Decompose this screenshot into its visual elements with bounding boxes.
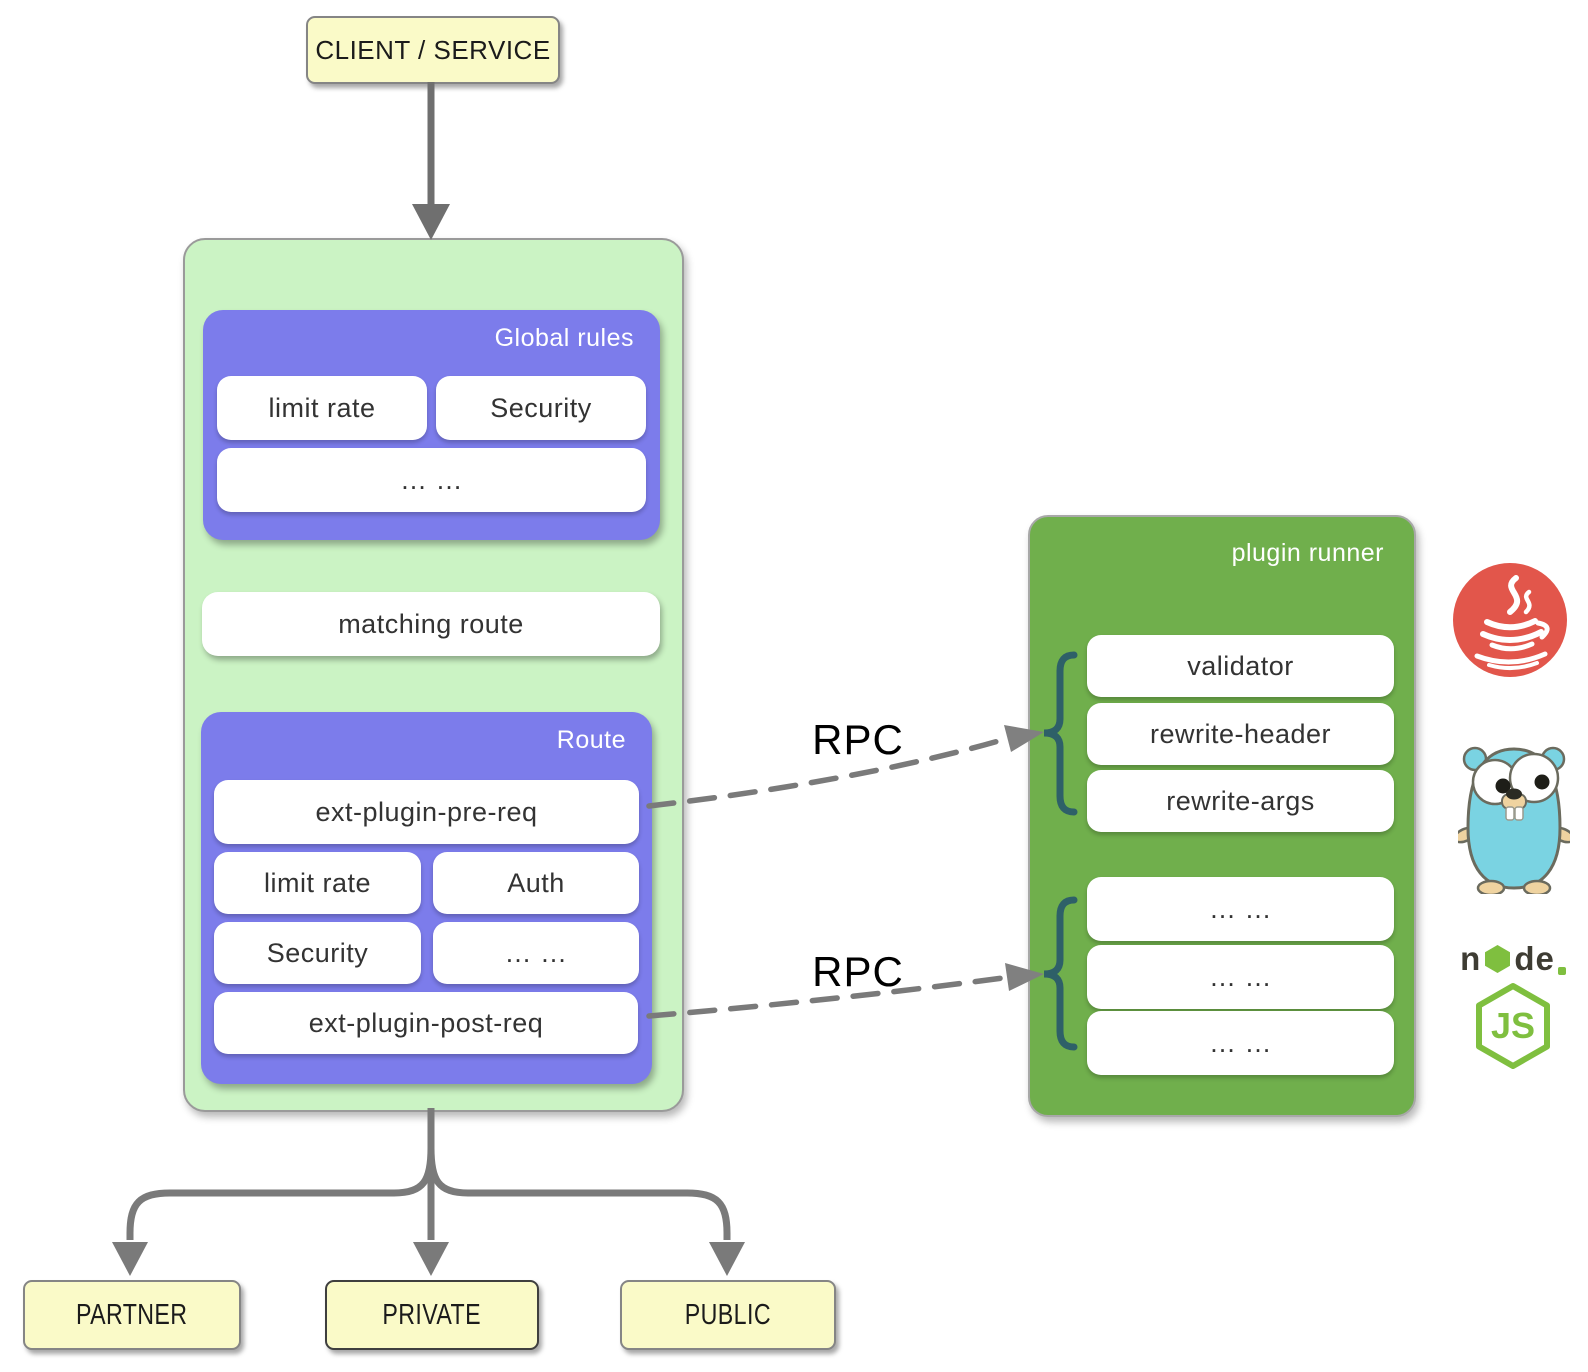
plugin-security-global: Security bbox=[436, 376, 646, 440]
matching-route-node: matching route bbox=[202, 592, 660, 656]
arrowhead-private bbox=[413, 1242, 449, 1276]
gateway-to-upstreams-connector bbox=[126, 1108, 731, 1240]
runner-plugin-more-2: … … bbox=[1087, 945, 1394, 1009]
global-rules-title: Global rules bbox=[494, 324, 634, 352]
nodejs-js-hexagon: JS bbox=[1476, 983, 1550, 1069]
private-label: PRIVATE bbox=[382, 1298, 482, 1331]
nodejs-wordmark: n de bbox=[1460, 940, 1566, 978]
plugin-more-route: … … bbox=[433, 922, 639, 984]
client-service-node: CLIENT / SERVICE bbox=[306, 16, 560, 84]
rpc-label-1: RPC bbox=[812, 716, 904, 763]
route-panel: Route ext-plugin-pre-req limit rate Auth… bbox=[201, 712, 652, 1084]
runner-plugin-rewrite-args: rewrite-args bbox=[1087, 770, 1394, 832]
client-to-gateway-arrow bbox=[412, 82, 450, 240]
upstream-partner-node: PARTNER bbox=[23, 1280, 241, 1350]
nodejs-hexagon-o bbox=[1485, 945, 1511, 973]
nodejs-word-right: de bbox=[1514, 940, 1555, 977]
svg-text:JS: JS bbox=[1491, 1005, 1535, 1046]
nodejs-green-dot bbox=[1557, 967, 1566, 975]
upstream-public-node: PUBLIC bbox=[620, 1280, 836, 1350]
plugin-limit-rate-global: limit rate bbox=[217, 376, 427, 440]
client-service-label: CLIENT / SERVICE bbox=[315, 34, 551, 65]
plugin-security-route: Security bbox=[214, 922, 421, 984]
upstream-private-node: PRIVATE bbox=[325, 1280, 539, 1350]
route-title: Route bbox=[556, 726, 626, 754]
runner-plugin-more-3: … … bbox=[1087, 1011, 1394, 1075]
plugin-auth-route: Auth bbox=[433, 852, 639, 914]
plugin-more-global: … … bbox=[217, 448, 646, 512]
ext-plugin-post-req-node: ext-plugin-post-req bbox=[214, 992, 638, 1054]
ext-plugin-pre-req-node: ext-plugin-pre-req bbox=[214, 780, 639, 844]
global-rules-panel: Global rules limit rate Security … … bbox=[203, 310, 660, 540]
runner-plugin-more-1: … … bbox=[1087, 877, 1394, 941]
go-gopher-icon bbox=[1453, 742, 1575, 899]
public-label: PUBLIC bbox=[684, 1298, 772, 1331]
runner-plugin-validator: validator bbox=[1087, 635, 1394, 697]
plugin-runner-title: plugin runner bbox=[1231, 539, 1384, 567]
runner-plugin-rewrite-header: rewrite-header bbox=[1087, 703, 1394, 765]
nodejs-icon: n de JS bbox=[1448, 940, 1578, 1070]
java-icon bbox=[1450, 560, 1570, 685]
arrowhead-public bbox=[709, 1242, 745, 1276]
partner-label: PARTNER bbox=[76, 1298, 188, 1331]
arrowhead-partner bbox=[112, 1242, 148, 1276]
plugin-runner-panel: plugin runner validator rewrite-header r… bbox=[1028, 515, 1416, 1117]
plugin-limit-rate-route: limit rate bbox=[214, 852, 421, 914]
nodejs-word-left: n bbox=[1460, 940, 1482, 977]
rpc-label-2: RPC bbox=[812, 948, 904, 995]
